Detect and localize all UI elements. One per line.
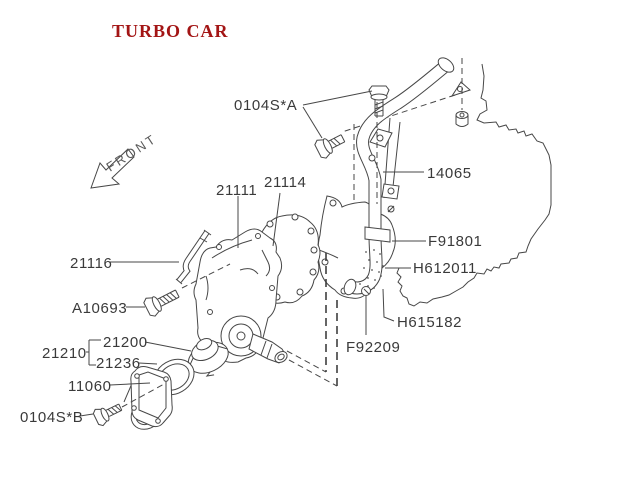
label-0104sb: 0104S*B	[20, 409, 83, 426]
hose-bracket-tab-lower	[381, 183, 400, 213]
hose-top-opening	[437, 57, 455, 73]
mount-triangle-marker	[450, 81, 471, 97]
label-f91801: F91801	[428, 233, 482, 250]
label-0104sa: 0104S*A	[234, 97, 297, 114]
0104sb-axis-dashed	[121, 382, 167, 408]
leader-lines	[79, 90, 426, 417]
bolt-a10693	[143, 289, 180, 317]
label-21210: 21210	[42, 345, 87, 362]
label-f92209: F92209	[346, 339, 400, 356]
pump-outlet-tube	[248, 333, 288, 364]
water-pipe	[175, 229, 212, 285]
thermostat-case	[123, 366, 173, 430]
stud-nut	[455, 111, 469, 127]
label-a10693: A10693	[72, 300, 127, 317]
thermostat	[187, 338, 229, 377]
label-21236: 21236	[96, 355, 141, 372]
front-label: FRONT	[103, 131, 159, 175]
exploded-axis-diagonals	[286, 350, 338, 387]
hose-elbow-stipple	[359, 249, 384, 289]
label-21114: 21114	[264, 174, 307, 191]
label-21200: 21200	[103, 334, 148, 351]
hose	[343, 57, 455, 296]
water-pump	[193, 228, 288, 364]
hose-clamp-band	[364, 226, 391, 243]
hose-clamp-screw	[361, 286, 371, 296]
bolt-0104sb	[92, 403, 123, 427]
hose-bracket-hole	[368, 154, 376, 162]
label-21116: 21116	[70, 255, 113, 272]
hose-bracket-tab-upper	[369, 128, 393, 148]
label-h612011: H612011	[413, 260, 477, 277]
exploded-axis-dashed	[325, 253, 338, 386]
bolt-0104sa-upper	[368, 85, 390, 117]
label-h615182: H615182	[397, 314, 462, 331]
label-14065: 14065	[427, 165, 472, 182]
bolt-0104sa-lower	[314, 134, 346, 159]
label-11060: 11060	[68, 378, 112, 395]
a10693-axis-dashed	[181, 263, 231, 289]
front-arrow	[90, 148, 135, 189]
diagram-title: TURBO CAR	[112, 21, 229, 41]
engine-block-outline	[396, 63, 552, 307]
label-21111: 21111	[216, 182, 257, 199]
hose-bottom-opening	[343, 278, 357, 296]
